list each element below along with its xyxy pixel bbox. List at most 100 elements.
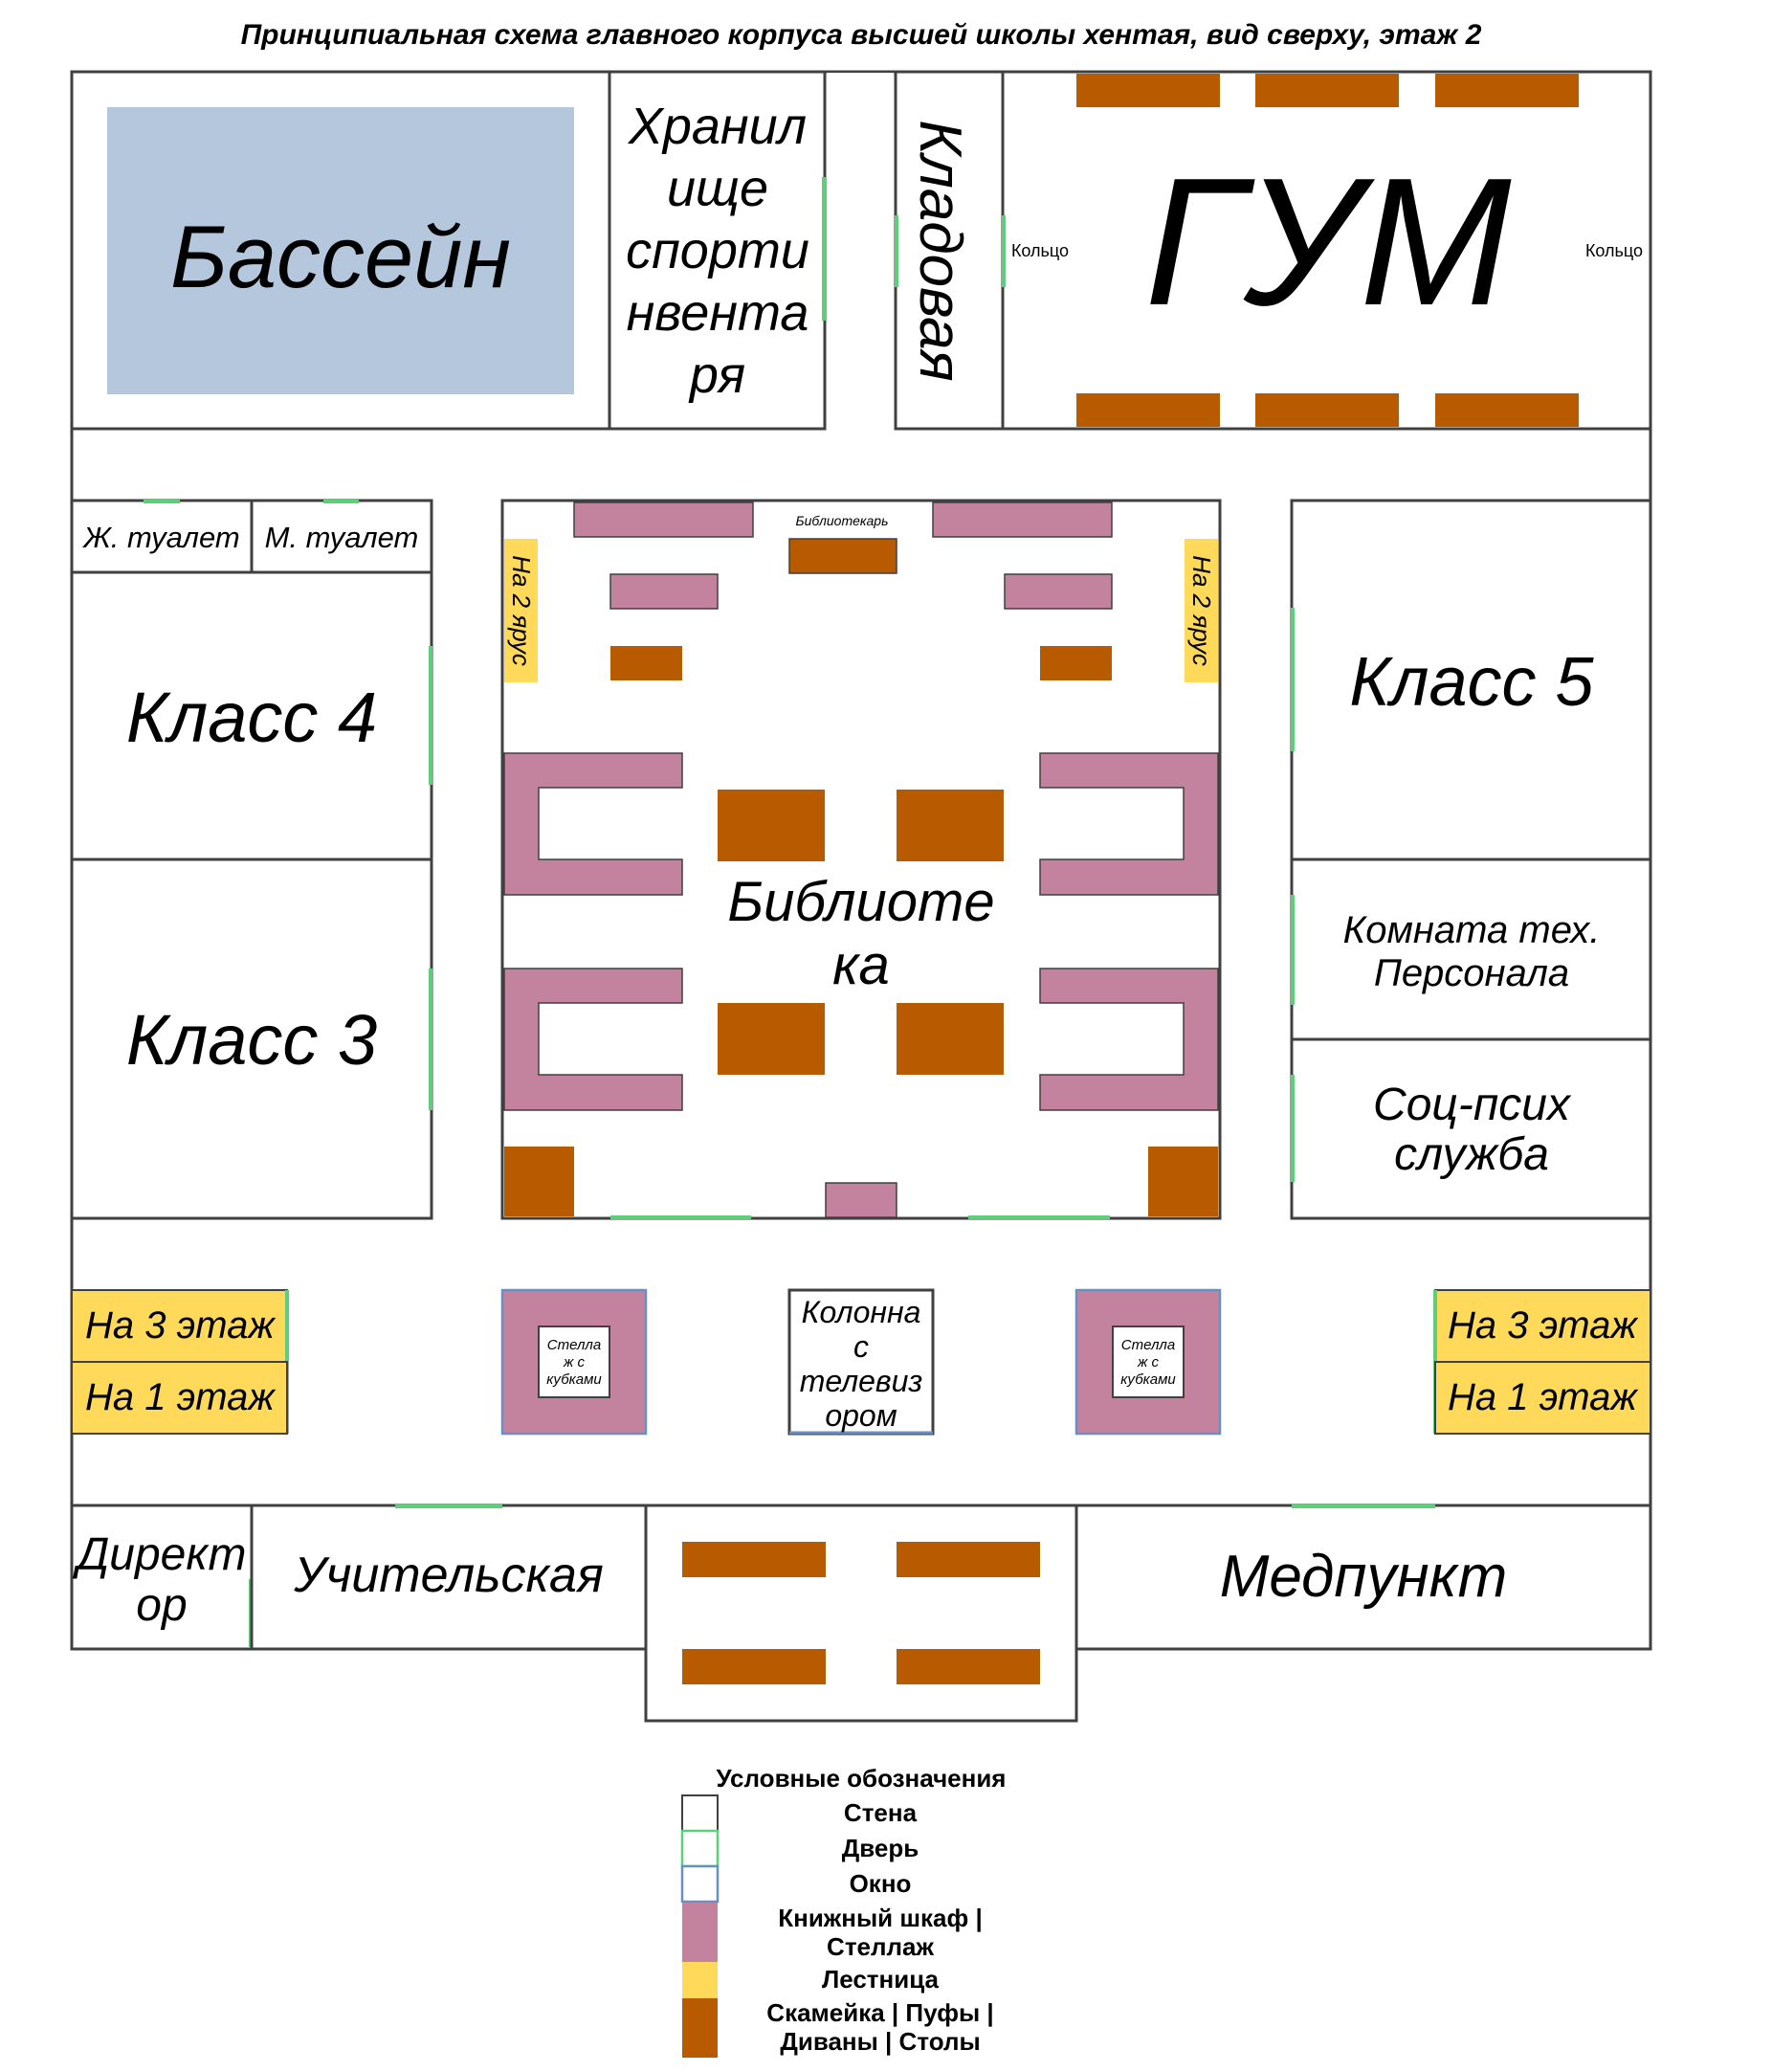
stairs-tier2-right — [1185, 539, 1218, 682]
svg-text:служба: служба — [1394, 1129, 1549, 1180]
legend-furniture-swatch — [682, 1998, 718, 2058]
library-table — [718, 1003, 825, 1075]
svg-text:нвента: нвента — [627, 284, 809, 342]
svg-text:Стена: Стена — [844, 1798, 918, 1827]
bookshelf-u — [1039, 752, 1219, 896]
svg-text:Учительская: Учительская — [293, 1548, 604, 1603]
legend-title: Условные обозначения — [717, 1764, 1007, 1793]
staff-room: Комната тех. Персонала — [1290, 858, 1652, 1041]
legend-shelf-swatch — [682, 1903, 718, 1962]
svg-text:Комната тех.: Комната тех. — [1343, 909, 1601, 951]
pantry-room: Кладовая — [894, 70, 1005, 431]
library-label: Библиоте — [727, 871, 994, 933]
librarian-label: Библиотекарь — [796, 513, 889, 528]
library-table — [718, 790, 825, 861]
bookshelf — [609, 573, 719, 610]
svg-text:Медпункт: Медпункт — [1220, 1544, 1508, 1610]
lobby-bench — [897, 1542, 1040, 1577]
bookshelf — [932, 501, 1113, 538]
gym-bench — [1255, 74, 1399, 107]
svg-text:ж с: ж с — [563, 1354, 585, 1370]
lobby-bench — [682, 1542, 826, 1577]
tv-column: Колонна с телевиз ором — [787, 1288, 935, 1436]
sports-storage-room: Хранил ище спорти нвента ря — [608, 70, 827, 431]
librarian-desk — [788, 538, 897, 574]
legend-wall-swatch — [681, 1794, 719, 1832]
bookshelf-u — [503, 752, 683, 896]
svg-text:На 2 ярус: На 2 ярус — [1187, 555, 1216, 666]
svg-text:с: с — [853, 1329, 869, 1364]
legend-window-swatch — [680, 1864, 720, 1904]
library-room: Библиотекарь На 2 ярус На 2 ярус Библиот… — [500, 499, 1222, 1220]
bookshelf-u — [503, 968, 683, 1111]
ring-label-right: Кольцо — [1585, 241, 1643, 260]
legend: Условные обозначения Стена Дверь Окно Кн… — [680, 1764, 1007, 2058]
bookshelf — [825, 1182, 897, 1218]
svg-text:ище: ище — [667, 160, 768, 217]
gym-bench — [1435, 74, 1579, 107]
library-sofa — [504, 1147, 574, 1216]
svg-text:На 1 этаж: На 1 этаж — [85, 1376, 276, 1418]
svg-text:Лестница: Лестница — [822, 1965, 940, 1994]
svg-text:Директ: Директ — [72, 1529, 246, 1580]
social-service-room: Соц-псих служба — [1290, 1037, 1652, 1220]
library-table — [897, 1003, 1004, 1075]
lobby-bench — [682, 1649, 826, 1684]
svg-text:На 2 ярус: На 2 ярус — [507, 555, 536, 666]
svg-text:ж с: ж с — [1137, 1354, 1159, 1370]
svg-text:Класс 3: Класс 3 — [126, 1000, 377, 1080]
stairs-floor1-left: На 1 этаж — [71, 1361, 288, 1435]
gym-room: ГУМ Кольцо Кольцо — [1001, 70, 1652, 431]
lobby-bench — [897, 1649, 1040, 1684]
svg-text:Стеллаж: Стеллаж — [827, 1932, 934, 1961]
svg-text:кубками: кубками — [1120, 1371, 1176, 1388]
gym-bench — [1255, 393, 1399, 427]
svg-text:На 3 этаж: На 3 этаж — [1448, 1304, 1638, 1347]
library-table — [897, 790, 1004, 861]
gym-bench — [1076, 393, 1220, 427]
svg-text:Дверь: Дверь — [842, 1834, 919, 1862]
library-table — [610, 646, 682, 680]
library-table — [1040, 646, 1112, 680]
stairs-floor1-right: На 1 этаж — [1434, 1361, 1651, 1435]
svg-text:ря: ря — [688, 346, 745, 404]
stairs-tier2-left — [504, 539, 538, 682]
svg-text:М. туалет: М. туалет — [265, 521, 419, 554]
page-title: Принципиальная схема главного корпуса вы… — [241, 19, 1482, 51]
svg-text:На 1 этаж: На 1 этаж — [1448, 1376, 1638, 1418]
bookshelf-u — [1039, 968, 1219, 1111]
svg-text:Ж. туалет: Ж. туалет — [81, 521, 239, 554]
svg-text:Класс 4: Класс 4 — [126, 678, 377, 757]
stairs-floor3-left: На 3 этаж — [71, 1289, 289, 1434]
svg-text:Диваны | Столы: Диваны | Столы — [780, 2027, 980, 2056]
svg-text:На 3 этаж: На 3 этаж — [85, 1304, 276, 1347]
pool-water — [107, 107, 574, 394]
ring-label-left: Кольцо — [1011, 241, 1069, 260]
legend-stairs-swatch — [682, 1962, 718, 1998]
svg-text:Персонала: Персонала — [1374, 952, 1569, 994]
gym-bench — [1435, 393, 1579, 427]
library-sofa — [1148, 1147, 1218, 1216]
svg-text:Колонна: Колонна — [802, 1295, 921, 1329]
svg-text:Скамейка | Пуфы |: Скамейка | Пуфы | — [766, 1998, 993, 2027]
director-room: Директ ор — [70, 1504, 254, 1651]
library-label: ка — [832, 934, 890, 996]
svg-text:Класс 5: Класс 5 — [1349, 644, 1594, 721]
medical-room: Медпункт — [1074, 1504, 1652, 1651]
lobby — [644, 1504, 1078, 1723]
svg-text:Соц-псих: Соц-псих — [1373, 1080, 1572, 1130]
gym-bench — [1076, 74, 1220, 107]
toilet-m-room: М. туалет — [250, 499, 433, 574]
svg-text:спорти: спорти — [626, 222, 809, 279]
legend-door-swatch — [680, 1829, 720, 1868]
class4-room: Класс 4 — [70, 570, 433, 861]
pantry-label: Кладовая — [907, 120, 973, 381]
toilet-f-room: Ж. туалет — [70, 499, 254, 574]
svg-text:телевиз: телевиз — [800, 1364, 923, 1398]
stairs-floor3-right: На 3 этаж — [1433, 1289, 1651, 1434]
bookshelf — [573, 501, 754, 538]
svg-text:Стелла: Стелла — [1121, 1337, 1175, 1353]
pool-room: Бассейн — [70, 70, 611, 431]
trophy-stand-right: Стелла ж с кубками — [1074, 1288, 1222, 1436]
svg-text:Стелла: Стелла — [547, 1337, 601, 1353]
